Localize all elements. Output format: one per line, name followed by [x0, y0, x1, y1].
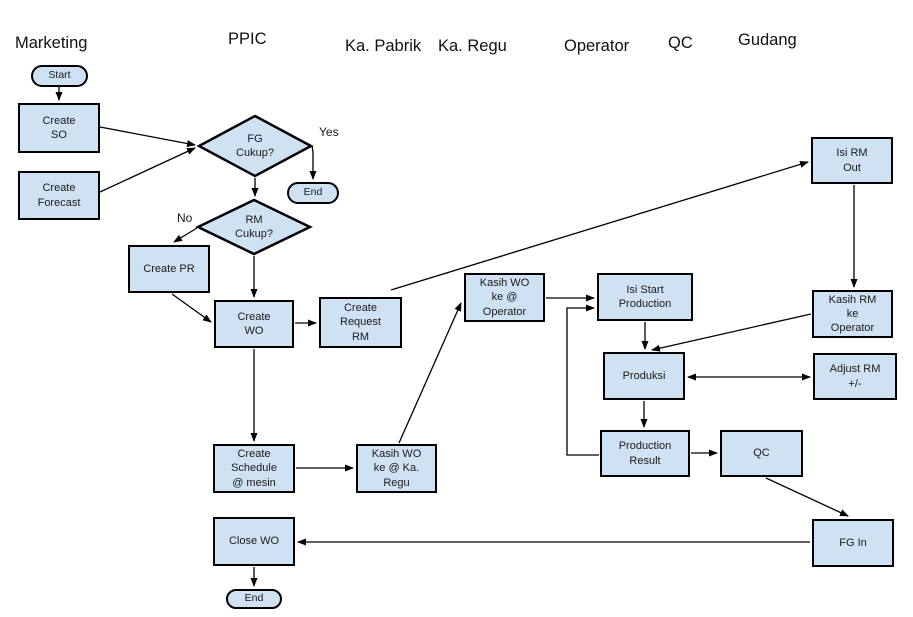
- node-produksi: Produksi: [603, 352, 685, 400]
- decision-rm-cukup-shape: [195, 198, 313, 256]
- lane-header-marketing: Marketing: [15, 34, 88, 52]
- node-fg-cukup-decision: FG Cukup?: [236, 132, 274, 159]
- node-isi-rm-out: Isi RM Out: [811, 137, 893, 184]
- edge-create-so-to-fg-cukup: [99, 126, 196, 147]
- node-start: Start: [31, 65, 88, 87]
- edge-create-request-rm-to-isi-rm-out: [390, 161, 809, 291]
- lane-header-ka-pabrik: Ka. Pabrik: [345, 37, 422, 55]
- node-rm-cukup-decision: RM Cukup?: [235, 213, 273, 240]
- edge-kasih-rm-operator-to-produksi: [651, 313, 812, 352]
- node-kasih-wo-operator: Kasih WO ke @ Operator: [464, 273, 545, 322]
- node-production-result: Production Result: [600, 430, 690, 477]
- node-create-wo: Create WO: [214, 300, 294, 348]
- edge-qc-to-fg-in: [765, 477, 849, 517]
- lane-header-gudang: Gudang: [738, 31, 797, 49]
- edge-fg-cukup-to-end: [309, 145, 317, 180]
- edge-production-result-to-isi-start-production: [566, 304, 599, 456]
- node-close-wo: Close WO: [213, 517, 295, 566]
- edge-kasih-wo-ka-regu-to-kasih-wo-operator: [398, 302, 462, 444]
- node-create-forecast: Create Forecast: [18, 171, 100, 220]
- node-end-bottom: End: [226, 589, 282, 609]
- node-create-request-rm: Create Request RM: [319, 297, 402, 348]
- decision-fg-cukup-shape: [196, 114, 314, 178]
- lane-header-operator: Operator: [564, 37, 630, 55]
- lane-header-qc: QC: [668, 34, 693, 52]
- lane-header-ka-regu: Ka. Regu: [438, 37, 507, 55]
- node-create-schedule: Create Schedule @ mesin: [213, 444, 295, 493]
- node-isi-start-production: Isi Start Production: [597, 273, 693, 321]
- edge-create-forecast-to-fg-cukup: [99, 147, 196, 193]
- node-end-top: End: [287, 182, 339, 204]
- edge-label-yes: Yes: [319, 125, 339, 139]
- edge-label-no: No: [177, 211, 193, 225]
- lane-header-ppic: PPIC: [228, 30, 267, 48]
- edge-rm-cukup-to-create-pr: [173, 227, 198, 243]
- node-kasih-rm-operator: Kasih RM ke Operator: [812, 290, 893, 338]
- node-qc: QC: [720, 430, 803, 477]
- node-create-so: Create SO: [18, 103, 100, 153]
- edge-create-pr-to-create-wo: [171, 293, 212, 323]
- node-fg-in: FG In: [812, 519, 894, 567]
- node-create-pr: Create PR: [128, 245, 210, 293]
- node-kasih-wo-ka-regu: Kasih WO ke @ Ka. Regu: [356, 444, 437, 493]
- node-adjust-rm: Adjust RM +/-: [813, 353, 897, 400]
